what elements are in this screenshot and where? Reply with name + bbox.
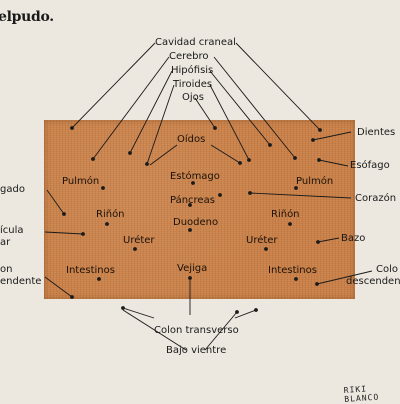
label-intestinos-left: Intestinos (66, 265, 115, 276)
label-vejiga: Vejiga (177, 263, 208, 274)
label-ureter-right: Uréter (246, 235, 278, 246)
label-pulmon-left: Pulmón (62, 176, 100, 187)
label-estomago: Estómago (170, 171, 220, 182)
label-colon-descendente-1: Colo (376, 264, 398, 275)
label-tiroides: Tiroides (173, 79, 213, 90)
label-vesicula-2: ar (0, 237, 11, 248)
label-vesicula-1: ícula (0, 225, 24, 236)
label-dientes: Dientes (357, 127, 396, 138)
label-intestinos-right: Intestinos (268, 265, 317, 276)
label-hipofisis: Hipófisis (171, 65, 214, 76)
doormat (44, 120, 355, 299)
label-bajo-vientre: Bajo vientre (166, 345, 227, 356)
label-colon-ascendente-1: on (0, 264, 13, 275)
label-duodeno: Duodeno (173, 217, 219, 228)
label-rinon-left: Riñón (96, 209, 125, 220)
label-pancreas: Páncreas (170, 195, 215, 206)
label-ureter-left: Uréter (123, 235, 155, 246)
label-ojos: Ojos (182, 92, 204, 103)
label-bazo: Bazo (341, 233, 366, 244)
label-cavidad-craneal: Cavidad craneal (155, 37, 236, 48)
label-esofago: Esófago (350, 160, 390, 171)
label-colon-descendente-2: descendent (346, 276, 400, 287)
page-title: elpudo. (0, 9, 54, 25)
label-corazon: Corazón (355, 193, 397, 204)
artist-signature: RIKI BLANCO (343, 384, 380, 404)
label-pulmon-right: Pulmón (296, 176, 334, 187)
label-cerebro: Cerebro (169, 51, 209, 62)
label-colon-ascendente-2: endente (0, 276, 42, 287)
label-colon-transverso: Colon transverso (154, 325, 239, 336)
label-higado: gado (0, 184, 25, 195)
label-rinon-right: Riñón (271, 209, 300, 220)
label-oidos: Oídos (177, 134, 206, 145)
